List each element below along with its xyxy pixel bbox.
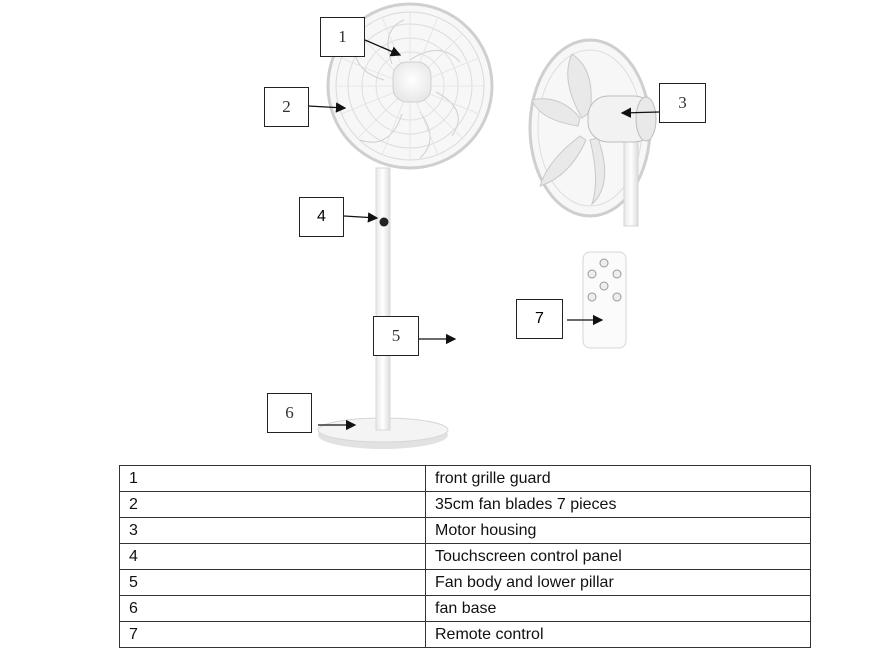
part-description: Remote control xyxy=(425,621,811,648)
callout-2: 2 xyxy=(264,87,309,127)
part-number: 5 xyxy=(119,569,426,596)
callout-6: 6 xyxy=(267,393,312,433)
part-number: 4 xyxy=(119,543,426,570)
table-row: 4 Touchscreen control panel xyxy=(119,543,811,570)
remote-control-illustration xyxy=(582,251,627,349)
part-number: 2 xyxy=(119,491,426,518)
table-row: 2 35cm fan blades 7 pieces xyxy=(119,491,811,518)
part-description: Motor housing xyxy=(425,517,811,544)
table-row: 6 fan base xyxy=(119,595,811,622)
callout-3: 3 xyxy=(659,83,706,123)
part-number: 7 xyxy=(119,621,426,648)
part-number: 3 xyxy=(119,517,426,544)
callout-4: 4 xyxy=(299,197,344,237)
part-number: 1 xyxy=(119,465,426,492)
parts-table: 1 front grille guard 2 35cm fan blades 7… xyxy=(119,465,811,648)
side-view-fan-head xyxy=(528,38,657,227)
part-description: Fan body and lower pillar xyxy=(425,569,811,596)
part-number: 6 xyxy=(119,595,426,622)
part-description: 35cm fan blades 7 pieces xyxy=(425,491,811,518)
part-description: front grille guard xyxy=(425,465,811,492)
table-row: 7 Remote control xyxy=(119,621,811,648)
table-row: 1 front grille guard xyxy=(119,465,811,492)
callout-7: 7 xyxy=(516,299,563,339)
table-row: 5 Fan body and lower pillar xyxy=(119,569,811,596)
callout-5: 5 xyxy=(373,316,419,356)
front-view-fan xyxy=(317,2,494,449)
part-description: Touchscreen control panel xyxy=(425,543,811,570)
part-description: fan base xyxy=(425,595,811,622)
callout-1: 1 xyxy=(320,17,365,57)
fan-diagram xyxy=(307,2,660,449)
table-row: 3 Motor housing xyxy=(119,517,811,544)
